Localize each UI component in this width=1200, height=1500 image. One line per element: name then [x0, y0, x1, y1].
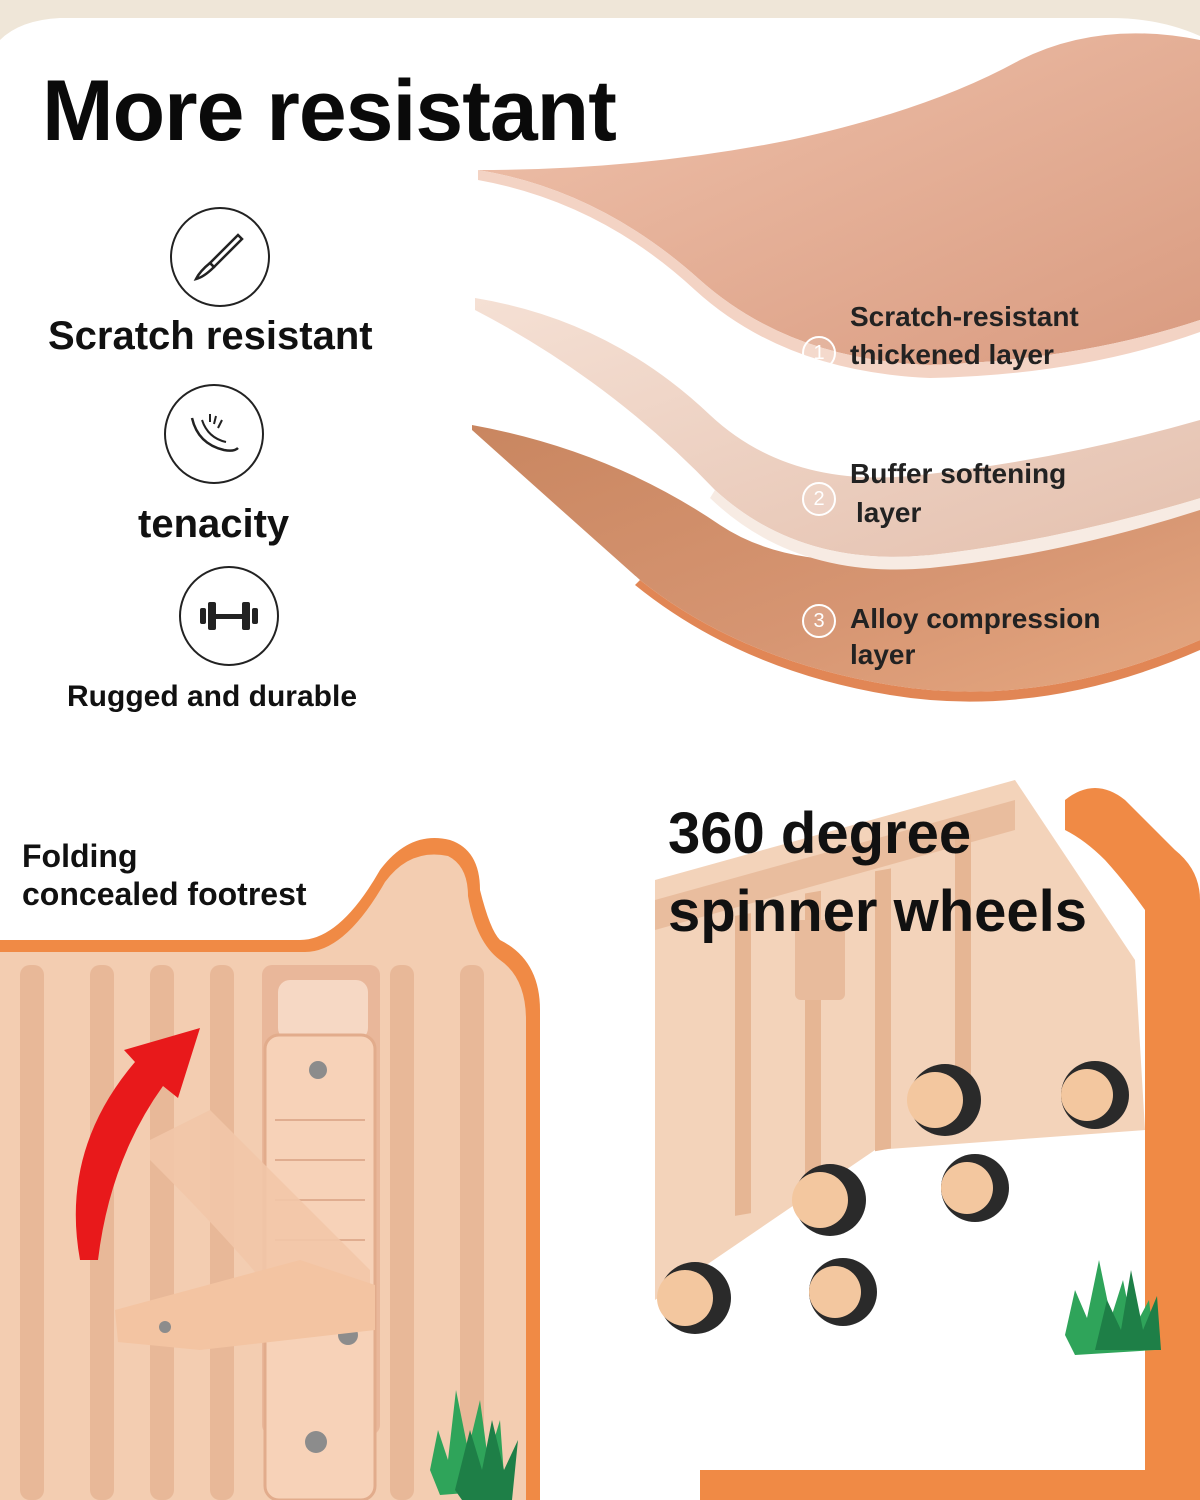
bending-leaf-icon [164, 384, 264, 484]
layer-label-line1: Alloy compression [850, 603, 1101, 634]
shell-layers-illustration [460, 20, 1200, 710]
corner-decoration [0, 0, 1200, 40]
wheels-title-line2: spinner wheels [668, 879, 1088, 944]
wheels-panel [655, 770, 1200, 1500]
layer-number-badge: 3 [802, 604, 836, 638]
layer-label-line1: Scratch-resistant [850, 301, 1079, 332]
feature-label-scratch: Scratch resistant [48, 314, 373, 358]
footrest-caption-line1: Folding [22, 838, 138, 874]
layer-label-line2: layer [856, 497, 922, 528]
feature-label-rugged: Rugged and durable [67, 680, 358, 713]
footrest-panel [0, 830, 560, 1500]
dumbbell-icon [179, 566, 279, 666]
layer-label-line2: thickened layer [850, 339, 1054, 370]
feature-label-tenacity: tenacity [138, 502, 290, 546]
layer-label-line2: layer [850, 639, 916, 670]
page-title: More resistant [42, 63, 617, 159]
layer-number-badge: 2 [802, 482, 836, 516]
layer-label-line1: Buffer softening [850, 458, 1067, 489]
wheels-title-line1: 360 degree [668, 801, 972, 866]
layer-number-badge: 1 [802, 336, 836, 370]
scalpel-icon [170, 207, 270, 307]
footrest-caption-line2: concealed footrest [22, 876, 307, 912]
